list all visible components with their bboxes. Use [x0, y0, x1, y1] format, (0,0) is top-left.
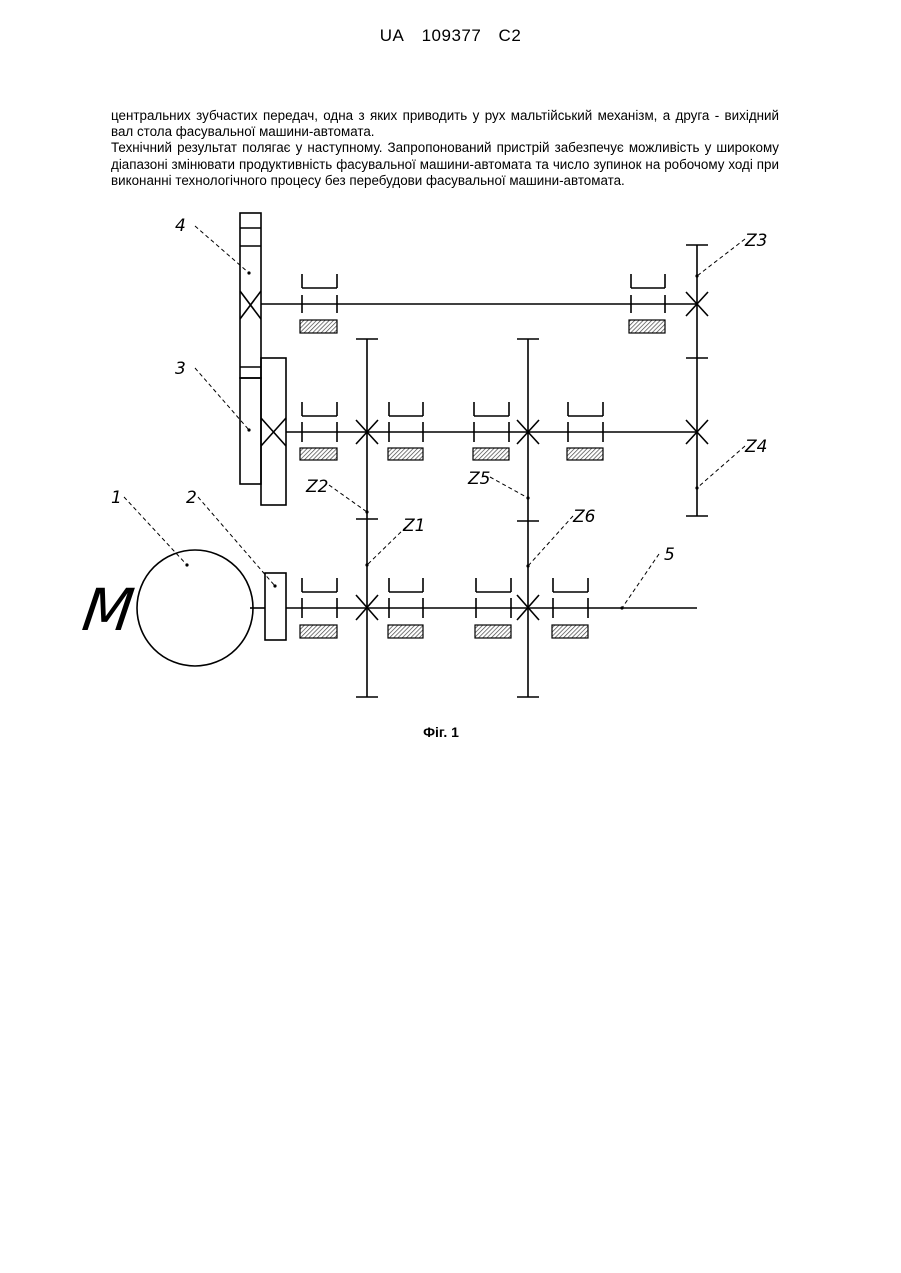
bearing-low-2 — [388, 625, 423, 638]
gear-z1-z2-column — [356, 339, 378, 697]
label-z6: Z6 — [572, 507, 596, 527]
motor-label: M — [79, 576, 139, 644]
label-z1: Z1 — [402, 516, 425, 536]
label-5: 5 — [664, 545, 675, 565]
coupling-2 — [265, 573, 286, 640]
gear-z3-z4-column — [686, 245, 708, 516]
figure-caption: Фіг. 1 — [0, 724, 882, 740]
kinematic-diagram: 4 3 1 2 Z2 Z1 Z5 Z6 5 Z3 Z4 M — [0, 0, 901, 760]
bearing-upper-right — [629, 320, 665, 333]
label-z4: Z4 — [744, 437, 767, 457]
gear-z5-z6-column — [517, 339, 539, 697]
upper-shaft — [261, 274, 697, 313]
bearing-mid-4 — [567, 448, 603, 460]
bearing-low-1 — [300, 625, 337, 638]
motor-1 — [137, 550, 253, 666]
gear-block-3 — [240, 358, 286, 505]
bearing-upper-left — [300, 320, 337, 333]
label-1: 1 — [111, 488, 122, 508]
lower-shaft — [250, 578, 697, 618]
label-z2: Z2 — [305, 477, 328, 497]
gear-block-4 — [240, 213, 261, 378]
middle-shaft — [286, 402, 697, 442]
label-2: 2 — [186, 488, 197, 508]
bearing-mid-1 — [300, 448, 337, 460]
label-4: 4 — [175, 216, 186, 236]
label-3: 3 — [175, 359, 186, 379]
label-z3: Z3 — [744, 231, 767, 251]
bearing-mid-2 — [388, 448, 423, 460]
label-z5: Z5 — [467, 469, 490, 489]
bearing-low-3 — [475, 625, 511, 638]
bearing-mid-3 — [473, 448, 509, 460]
bearing-low-4 — [552, 625, 588, 638]
